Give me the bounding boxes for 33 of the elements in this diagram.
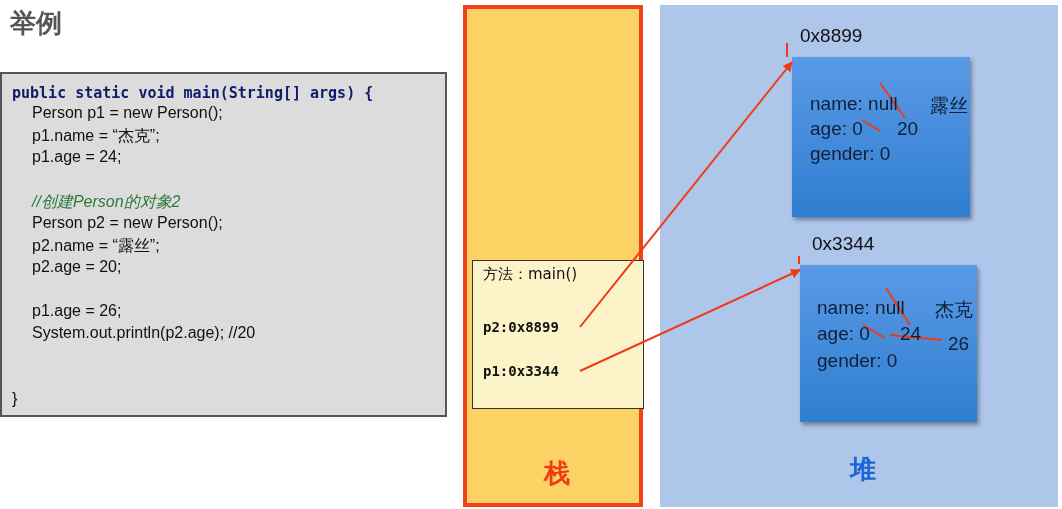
frame-label: 方法：main() <box>483 265 578 284</box>
address-label: 0x3344 <box>812 233 875 255</box>
field-text: age: 0 <box>810 118 863 140</box>
code-line: public static void main(String[] args) { <box>12 84 374 102</box>
code-line: p1.age = 26; <box>32 302 122 320</box>
area-label: 栈 <box>544 457 570 490</box>
code-panel <box>0 72 447 417</box>
code-line: p1.age = 24; <box>32 148 122 166</box>
arrow <box>579 269 801 372</box>
address-label: 0x8899 <box>800 25 863 47</box>
code-line: Person p2 = new Person(); <box>32 214 223 232</box>
code-line: p1.name = “杰克”; <box>32 126 160 146</box>
field-text: 杰克 <box>935 298 973 322</box>
stack-column <box>463 5 643 507</box>
code-line: } <box>12 390 18 408</box>
field-text: 露丝 <box>930 94 968 118</box>
code-line: p2.name = “露丝”; <box>32 236 160 256</box>
stack-frame <box>472 260 644 409</box>
field-text: gender: 0 <box>817 350 898 372</box>
field-text: 20 <box>897 118 919 140</box>
code-line: p2.age = 20; <box>32 258 122 276</box>
heap-area <box>660 5 1058 507</box>
page-title: 举例 <box>10 7 62 40</box>
field-text: 26 <box>948 333 970 355</box>
field-text: gender: 0 <box>810 143 891 165</box>
variable-text: p2:0x8899 <box>483 317 578 337</box>
code-line: System.out.println(p2.age); //20 <box>32 324 256 342</box>
field-text: age: 0 <box>817 323 870 345</box>
code-line: Person p1 = new Person(); <box>32 104 223 122</box>
area-label: 堆 <box>850 453 876 486</box>
arrow <box>579 61 793 328</box>
variable-text: p1:0x3344 <box>483 361 578 381</box>
code-line: //创建Person的对象2 <box>32 192 181 212</box>
